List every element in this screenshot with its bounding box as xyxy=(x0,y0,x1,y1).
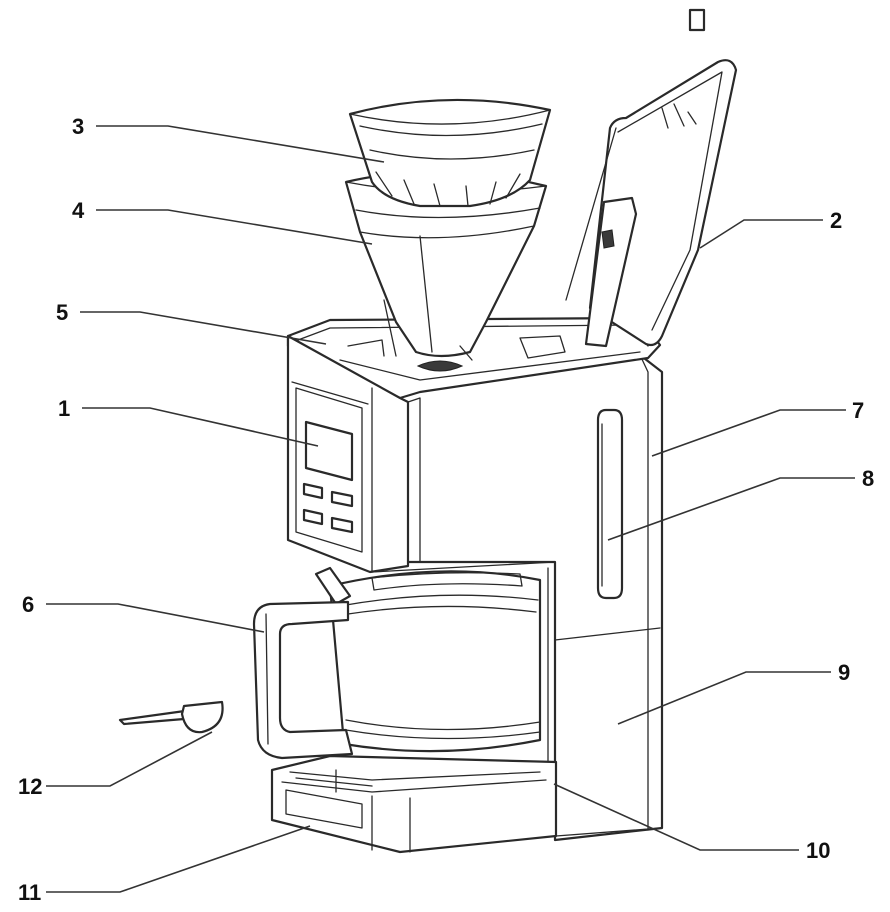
control-panel xyxy=(295,387,363,553)
callout-3: 3 xyxy=(72,114,84,139)
permanent-filter xyxy=(348,98,552,208)
callout-12: 12 xyxy=(18,774,42,799)
coffee-maker-illustration xyxy=(118,8,738,854)
leader-11 xyxy=(46,825,311,893)
leader-7 xyxy=(651,409,846,457)
button-2 xyxy=(330,490,354,508)
top-deck xyxy=(286,316,662,400)
leader-3 xyxy=(96,125,385,163)
carafe-chamber xyxy=(371,561,556,785)
leader-12 xyxy=(46,731,213,787)
showerhead-arm xyxy=(584,196,638,348)
leader-2 xyxy=(699,219,823,249)
leader-5 xyxy=(80,311,327,345)
callout-labels: 1 2 3 4 5 6 7 8 9 10 11 12 xyxy=(18,114,874,905)
button-1 xyxy=(302,482,324,500)
callout-9: 9 xyxy=(838,660,850,685)
open-lid xyxy=(565,8,738,348)
leader-1 xyxy=(82,407,319,447)
callout-2: 2 xyxy=(830,208,842,233)
button-3 xyxy=(302,508,324,526)
measuring-scoop xyxy=(118,700,224,734)
callout-7: 7 xyxy=(852,398,864,423)
water-level-window xyxy=(596,408,624,600)
display-screen xyxy=(304,420,354,482)
callout-10: 10 xyxy=(806,838,830,863)
callout-6: 6 xyxy=(22,592,34,617)
callout-5: 5 xyxy=(56,300,68,325)
leader-4 xyxy=(96,209,373,245)
base xyxy=(270,754,663,854)
leader-10 xyxy=(553,783,799,851)
callout-4: 4 xyxy=(72,198,85,223)
callout-1: 1 xyxy=(58,396,70,421)
leader-lines xyxy=(46,125,855,893)
callout-11: 11 xyxy=(18,880,41,905)
leader-9 xyxy=(617,671,831,725)
callout-8: 8 xyxy=(862,466,874,491)
carafe xyxy=(252,566,542,760)
carafe-handle xyxy=(252,600,354,760)
leader-8 xyxy=(607,477,855,541)
button-4 xyxy=(330,516,354,534)
leader-6 xyxy=(46,603,265,633)
